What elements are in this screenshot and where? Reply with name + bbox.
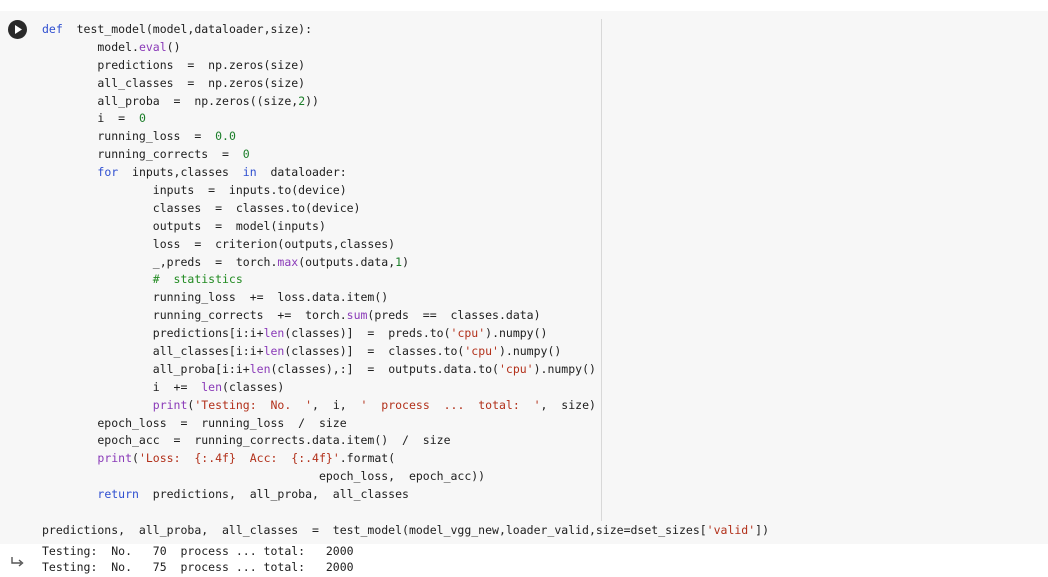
output-line: Testing: No. 70 process ... total: 2000 (42, 544, 354, 558)
code-line: epoch_loss, epoch_acc)) (42, 469, 486, 484)
play-icon (15, 25, 22, 34)
code-line: running_loss = 0.0 (42, 129, 236, 144)
code-line: return predictions, all_proba, all_class… (97, 487, 409, 502)
code-editor[interactable]: def test_model(model,dataloader,size): m… (42, 21, 769, 540)
code-line: predictions = np.zeros(size) (42, 57, 306, 72)
code-line: outputs = model(inputs) (42, 218, 326, 233)
code-line: for inputs,classes in dataloader: (97, 165, 347, 180)
code-line: predictions[i:i+len(classes)] = preds.to… (42, 326, 548, 341)
code-line: all_proba[i:i+len(classes),:] = outputs.… (42, 361, 596, 376)
code-line: i += len(classes) (42, 379, 285, 394)
code-line: print('Loss: {:.4f} Acc: {:.4f}'.format( (97, 451, 396, 466)
code-line (42, 504, 769, 522)
code-line: predictions, all_proba, all_classes = te… (42, 522, 769, 537)
output-line: Testing: No. 75 process ... total: 2000 (42, 560, 354, 574)
output-arrow-icon (11, 557, 24, 567)
code-line: model.eval() (42, 39, 181, 54)
code-line: print('Testing: No. ', i, ' process ... … (152, 397, 596, 412)
code-line: inputs = inputs.to(device) (42, 183, 347, 198)
code-line: all_proba = np.zeros((size,2)) (42, 93, 319, 108)
code-line: epoch_loss = running_loss / size (42, 415, 347, 430)
line-length-ruler (601, 19, 602, 521)
code-line: running_corrects += torch.sum(preds == c… (42, 308, 541, 323)
code-line: loss = criterion(outputs,classes) (42, 236, 396, 251)
code-cell[interactable]: def test_model(model,dataloader,size): m… (0, 11, 1048, 544)
run-cell-button[interactable] (8, 20, 27, 39)
code-line: # statistics (42, 272, 243, 287)
code-line: all_classes[i:i+len(classes)] = classes.… (42, 344, 562, 359)
code-line: epoch_acc = running_corrects.data.item()… (42, 433, 451, 448)
code-line: all_classes = np.zeros(size) (42, 75, 306, 90)
code-line: running_loss += loss.data.item() (42, 290, 389, 305)
code-line: classes = classes.to(device) (42, 200, 361, 215)
code-line: running_corrects = 0 (42, 147, 250, 162)
code-line: def test_model(model,dataloader,size): (42, 22, 313, 36)
code-line: i = 0 (42, 111, 146, 126)
code-line: _,preds = torch.max(outputs.data,1) (42, 254, 409, 269)
